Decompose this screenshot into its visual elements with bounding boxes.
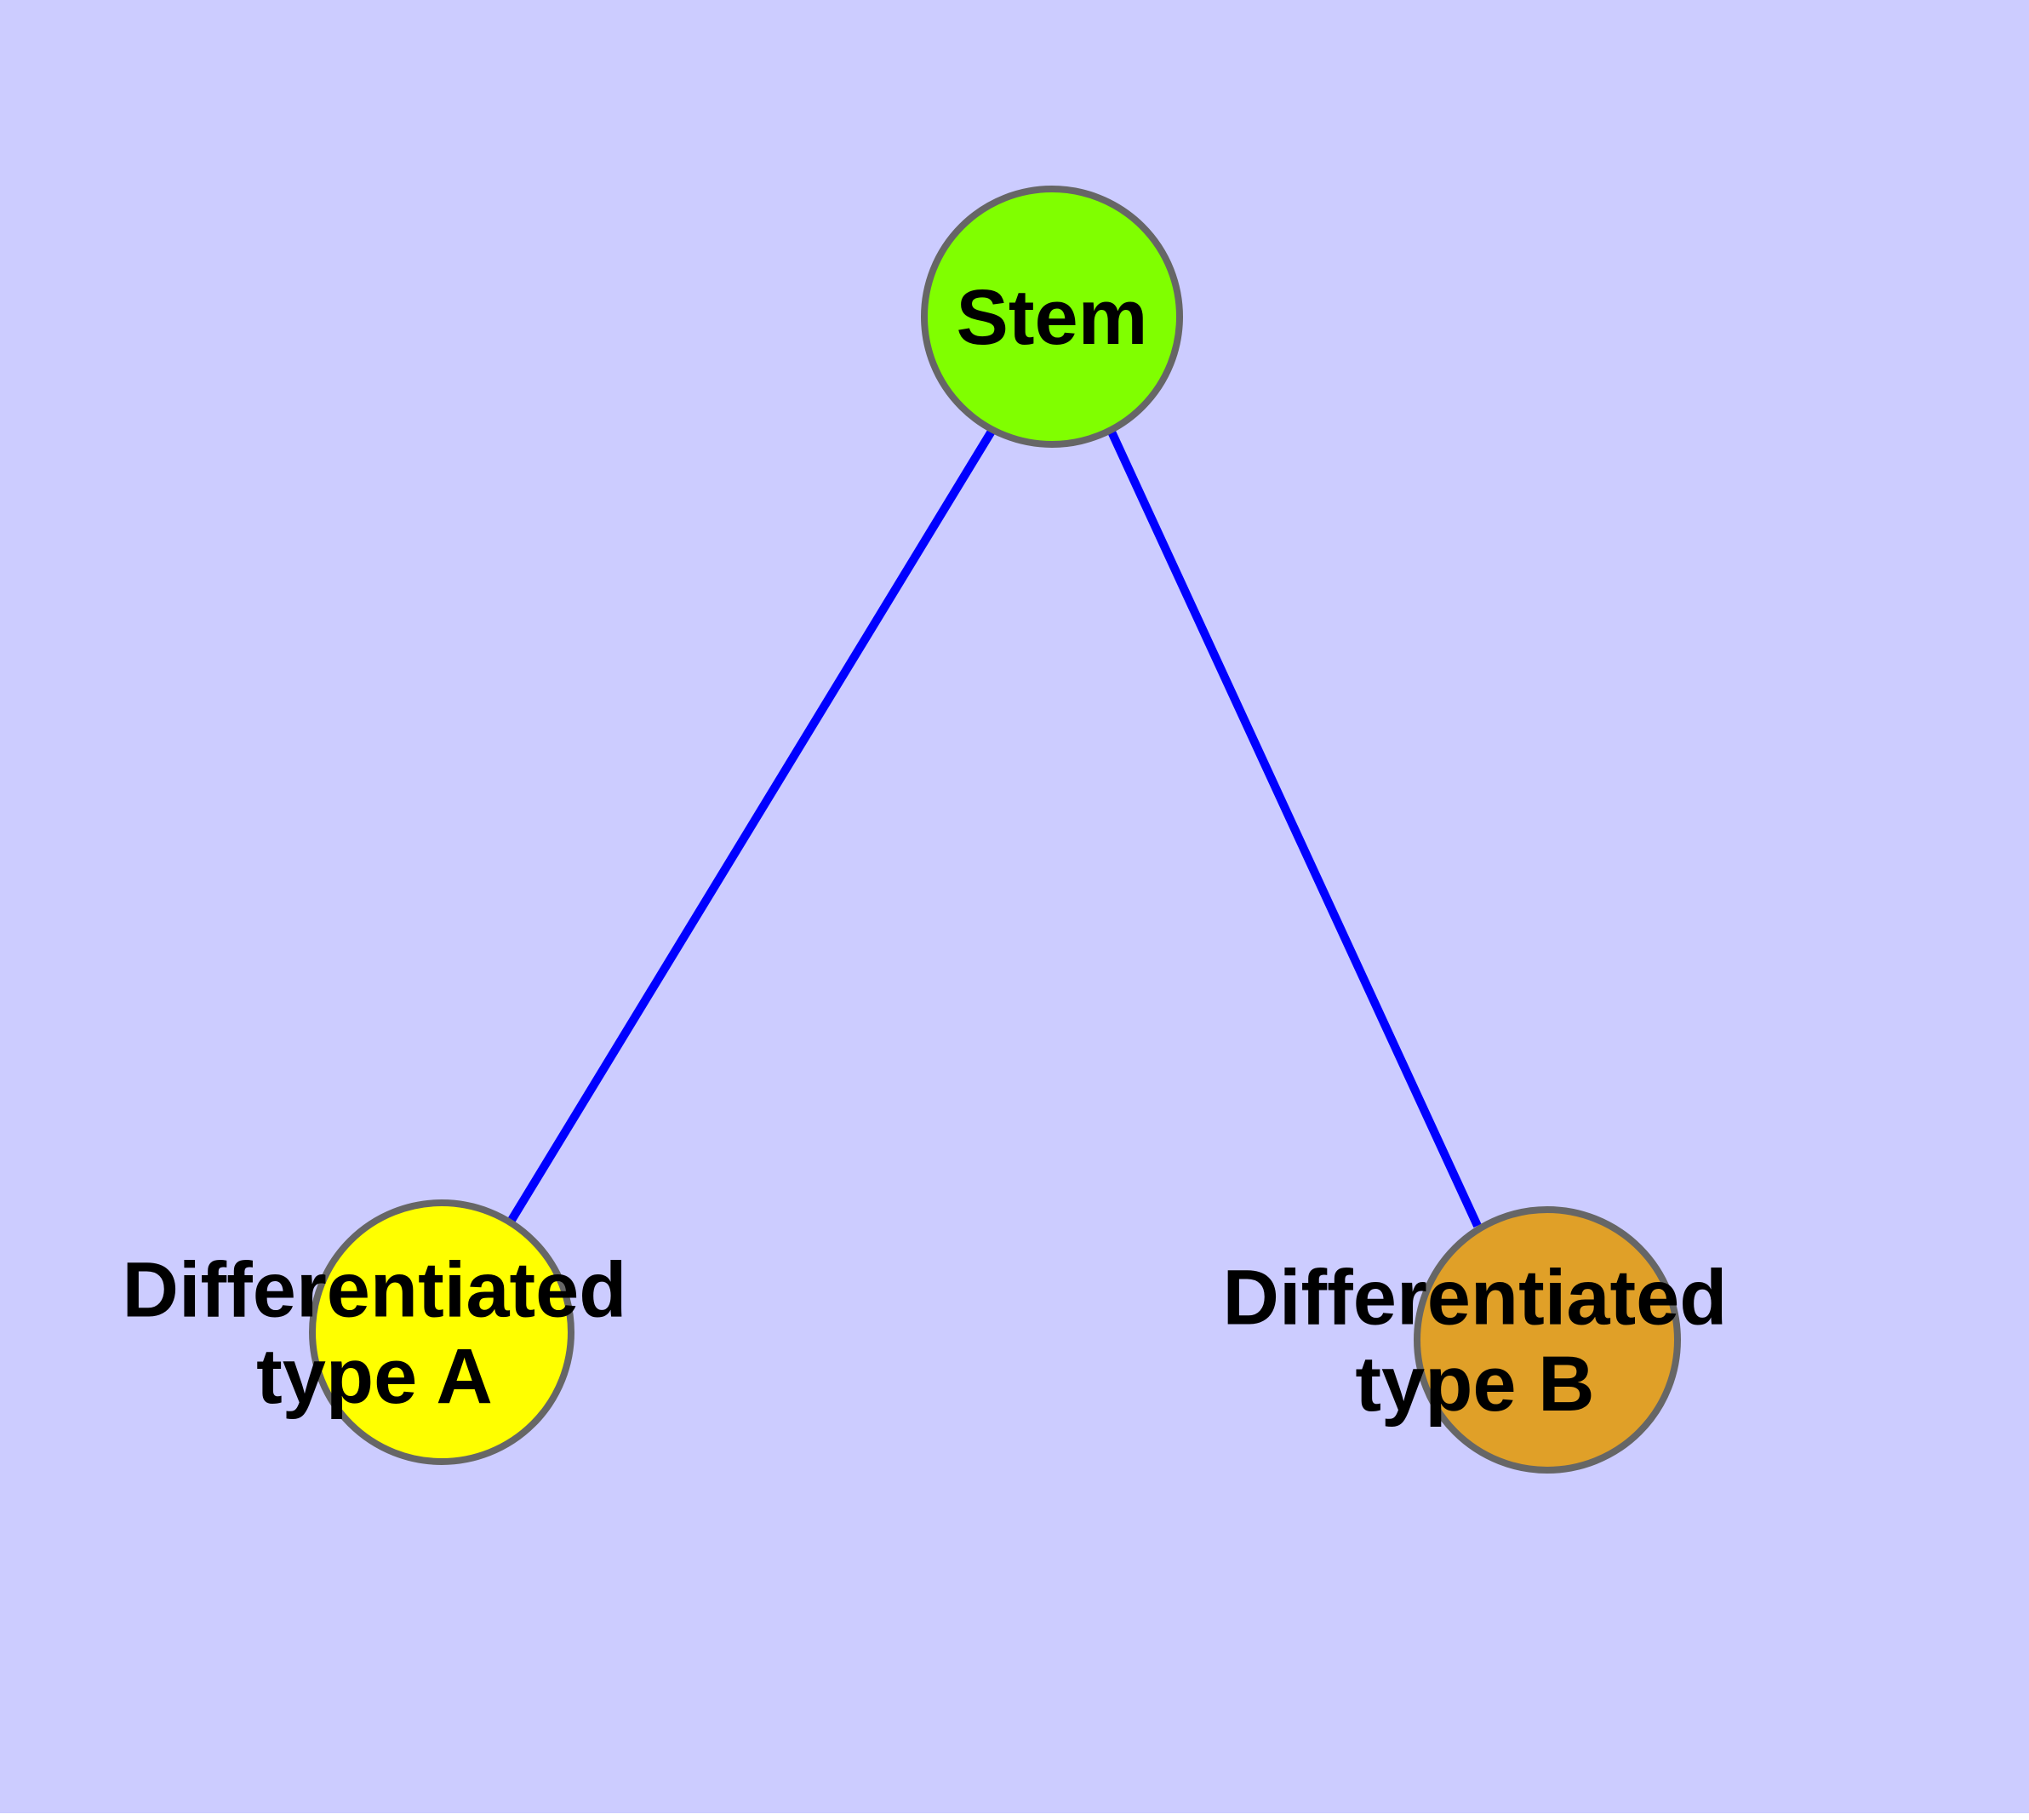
edges-layer — [506, 427, 1482, 1228]
node-label-line: Stem — [957, 274, 1148, 361]
graph-edge-stem-diff_a[interactable] — [506, 427, 997, 1224]
node-label-line: Differentiated — [123, 1247, 627, 1334]
node-label-line: type B — [1355, 1341, 1594, 1428]
node-label-stem: Stem — [957, 274, 1148, 361]
nodes-layer — [309, 186, 1681, 1474]
graph-edge-stem-diff_b[interactable] — [1106, 427, 1482, 1228]
graph-node-stem[interactable] — [921, 186, 1183, 448]
graph-node-diff_a[interactable] — [309, 1199, 574, 1465]
node-label-line: Differentiated — [1223, 1255, 1728, 1342]
graph-node-diff_b[interactable] — [1414, 1206, 1681, 1474]
node-label-line: type A — [256, 1333, 493, 1420]
